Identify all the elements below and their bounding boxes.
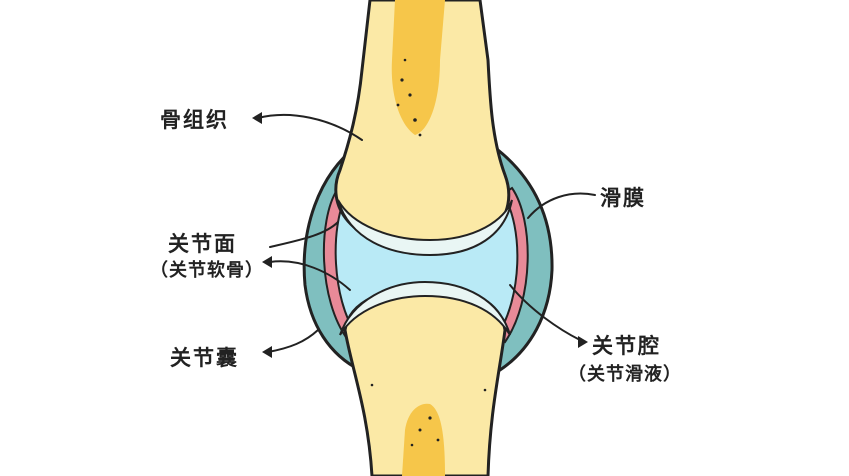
label-articular-cartilage: （关节软骨）: [150, 260, 264, 281]
upper-marrow: [391, 0, 445, 135]
arrow-joint-cavity: [509, 284, 581, 341]
arrow-heads: [252, 112, 588, 358]
arrow-bone-tissue: [257, 113, 363, 141]
lower-marrow: [402, 403, 445, 476]
label-synovial-fluid: （关节滑液）: [568, 364, 682, 385]
label-bone-tissue: 骨组织: [160, 108, 229, 132]
label-joint-cavity: 关节腔: [592, 334, 661, 358]
label-articular-surface: 关节面: [168, 232, 237, 256]
label-joint-capsule: 关节囊: [170, 346, 239, 370]
arrow-synovium: [527, 192, 596, 219]
label-synovium: 滑膜: [600, 186, 646, 210]
arrow-joint-capsule: [267, 329, 319, 353]
leader-lines: [257, 113, 596, 353]
arrow-articular-surface: [269, 221, 339, 248]
arrow-articular-cartilage: [269, 260, 351, 291]
bone-speckles: [370, 58, 487, 447]
lower-articular-cartilage: [339, 280, 511, 336]
upper-articular-cartilage: [337, 199, 513, 257]
